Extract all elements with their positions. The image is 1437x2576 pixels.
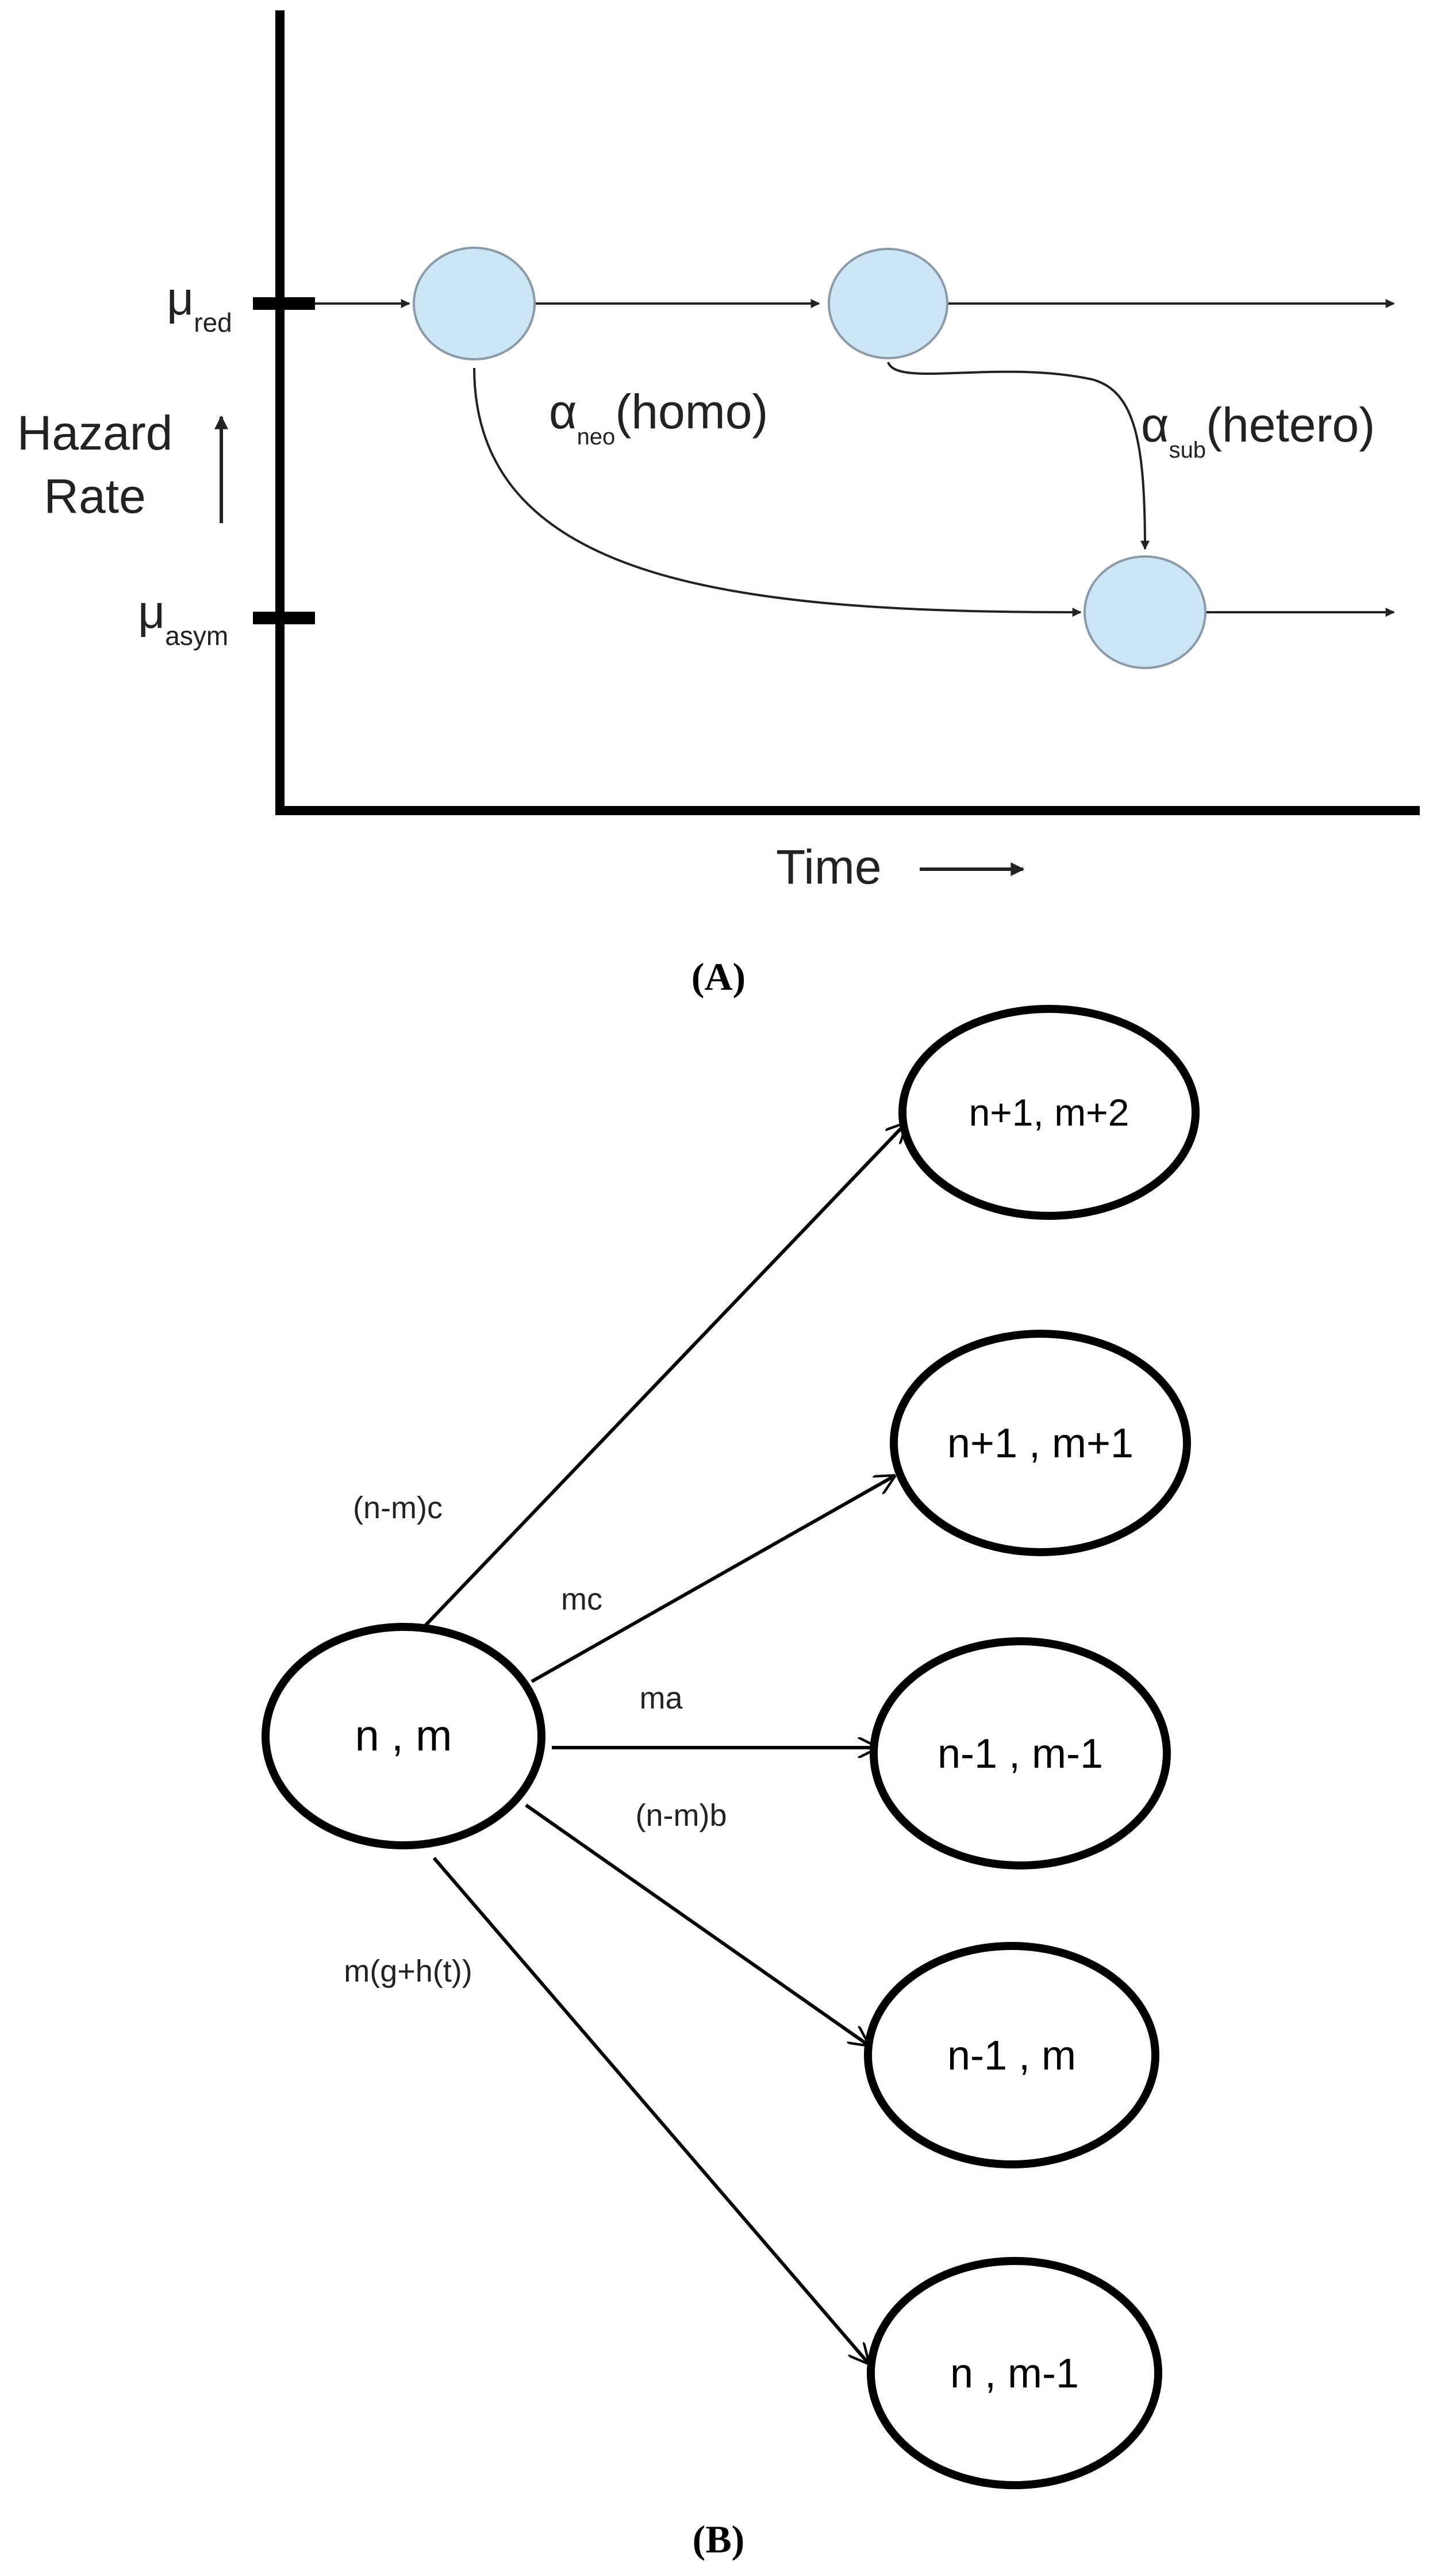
target-node-2-label: n+1 , m+1 <box>947 1421 1134 1466</box>
state-node-3 <box>1083 555 1207 669</box>
edge-label-alpha-neo: αneo(homo) <box>549 385 768 450</box>
source-node-label: n , m <box>355 1711 452 1760</box>
tick-label-mu-asym: μasym <box>138 586 228 651</box>
arrow-alpha-sub <box>887 362 1150 550</box>
y-axis-label-rate: Rate <box>44 469 145 523</box>
target-node-3 <box>870 1637 1171 1869</box>
edge-to-target-4 <box>525 1803 868 2045</box>
target-node-5 <box>867 2257 1162 2489</box>
target-node-1-label: n+1, m+2 <box>969 1091 1129 1134</box>
edge-to-target-5 <box>432 1857 868 2363</box>
target-node-2 <box>890 1330 1191 1556</box>
edge-to-target-1 <box>417 1124 905 1634</box>
target-node-3-label: n-1 , m-1 <box>937 1731 1103 1777</box>
rate-label-5: m(g+h(t)) <box>344 1954 472 1988</box>
y-axis-label-hazard: Hazard <box>17 406 173 460</box>
state-node-2 <box>828 248 948 359</box>
rate-label-4: (n-m)b <box>636 1798 727 1833</box>
panel-a: μred μasym Hazard Rate Time αneo(homo) α… <box>17 10 1420 999</box>
edge-to-target-2 <box>531 1476 894 1683</box>
target-node-1 <box>898 1005 1200 1220</box>
target-node-4-label: n-1 , m <box>947 2033 1076 2079</box>
rate-label-2: mc <box>561 1582 602 1617</box>
target-node-5-label: n , m-1 <box>950 2351 1079 2397</box>
caption-a: (A) <box>691 955 746 999</box>
panel-b: n , m n+1, m+2 n+1 , m+1 n-1 , m-1 n-1 ,… <box>262 1005 1200 2561</box>
caption-b: (B) <box>693 2517 745 2561</box>
rate-label-3: ma <box>639 1681 683 1715</box>
source-node <box>262 1623 545 1849</box>
arrow-alpha-neo <box>473 367 1082 617</box>
edge-label-alpha-sub: αsub(hetero) <box>1141 398 1375 463</box>
rate-label-1: (n-m)c <box>353 1491 443 1525</box>
x-axis-label: Time <box>776 840 882 894</box>
tick-label-mu-red: μred <box>167 272 232 337</box>
state-node-1 <box>413 247 536 360</box>
target-node-4 <box>864 1942 1159 2168</box>
